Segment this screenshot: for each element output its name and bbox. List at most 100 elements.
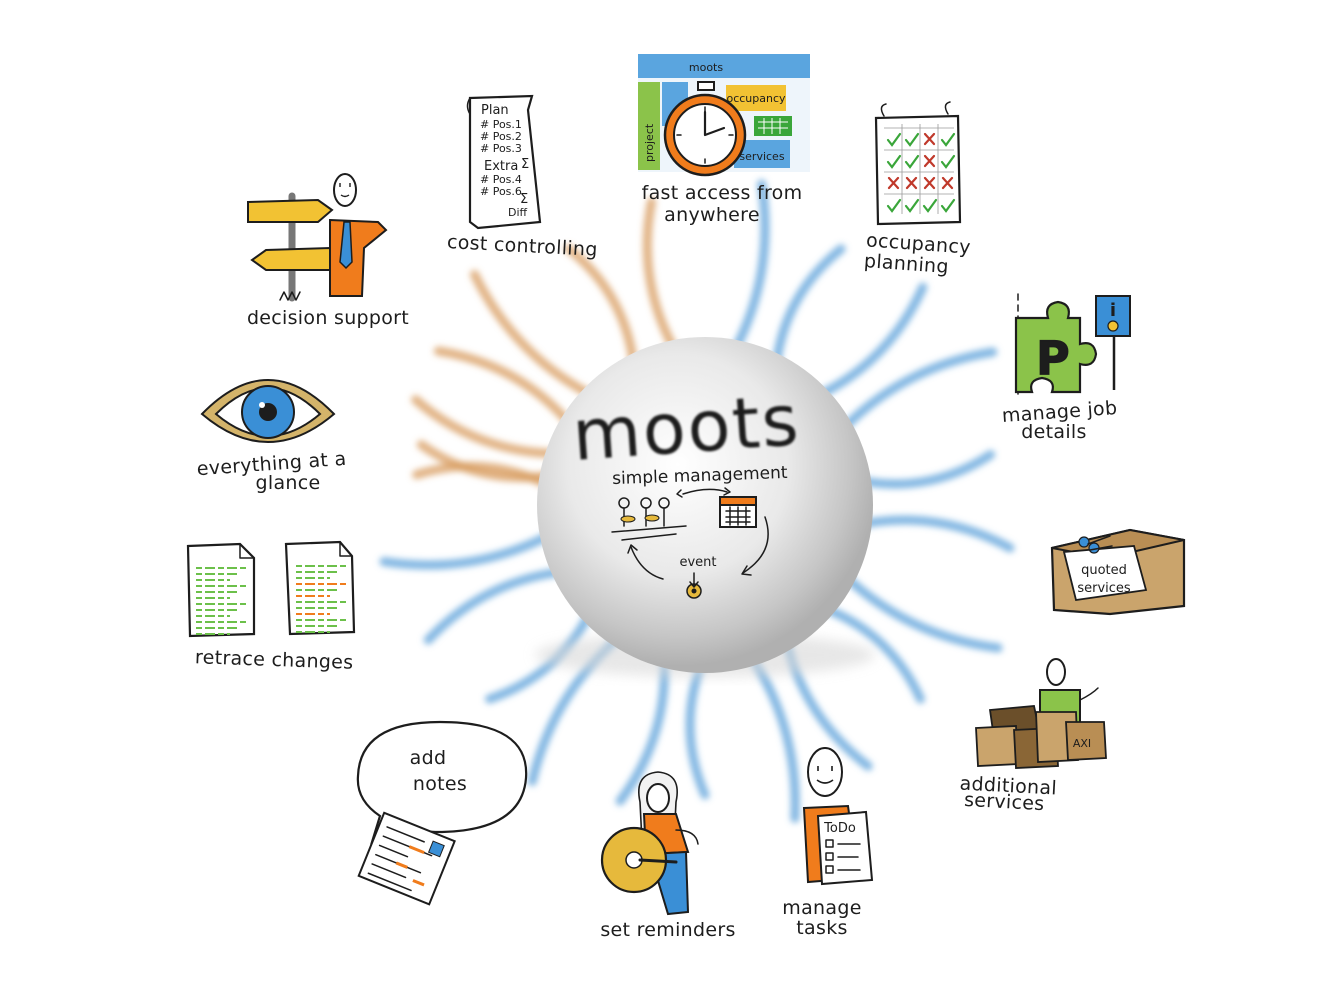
ball-ray <box>770 244 846 378</box>
add-notes-label-line2: notes <box>413 773 467 795</box>
fast-access-label-line2: anywhere <box>664 204 760 226</box>
glance-label-line2: glance <box>256 472 321 494</box>
plan-line-3: # Pos.3 <box>480 142 522 155</box>
ball-rays <box>379 179 1015 823</box>
event-target-icon <box>686 572 702 599</box>
calendar-icon <box>719 496 757 528</box>
central-ball: moots simple management <box>535 337 875 677</box>
feature-occupancy-planning: occupancy planning <box>863 101 971 278</box>
info-sign-icon: i <box>1095 295 1131 390</box>
feature-everything-at-a-glance: everything at a glance <box>196 379 347 494</box>
ball-ray <box>849 515 1015 553</box>
ball-ray <box>470 270 604 404</box>
cross-mark <box>923 176 936 190</box>
check-mark <box>904 198 920 213</box>
cross-mark <box>941 176 954 190</box>
cross-mark <box>923 132 936 146</box>
screen-project-label: project <box>643 123 656 162</box>
ball-ray <box>726 179 770 362</box>
ball-ray <box>832 347 998 440</box>
extra-title: Extra <box>484 159 518 174</box>
plan-title: Plan <box>481 103 509 118</box>
manage-job-label-line2: details <box>1021 421 1086 443</box>
feature-cost-controlling: Plan # Pos.1 # Pos.2 # Pos.3 Extra Σ # P… <box>446 94 598 261</box>
feature-fast-access: moots project occupancy services fast ac… <box>638 54 810 226</box>
puzzle-letter-p: P <box>1036 331 1070 385</box>
check-mark <box>940 198 956 213</box>
grid-lines <box>884 124 954 214</box>
screen-services-label: services <box>739 150 784 163</box>
box-label-axi: AXI <box>1073 737 1091 750</box>
cycle-arrows-icon <box>627 487 769 580</box>
ball-ray <box>423 566 575 645</box>
event-label: event <box>679 555 716 570</box>
additional-label-line2: services <box>964 789 1045 815</box>
ball-ray <box>433 346 580 435</box>
feature-quoted-services: quoted services <box>1050 528 1186 616</box>
notepad-icon <box>357 811 456 906</box>
ball-ray <box>642 197 684 362</box>
fast-access-label-line1: fast access from <box>642 182 803 204</box>
feature-manage-job-details: P i manage job details <box>1001 293 1131 443</box>
occupancy-grid <box>884 124 956 214</box>
occupancy-label-line2: planning <box>863 250 949 278</box>
quoted-label-line1: quoted <box>1081 563 1127 578</box>
scissors-icon <box>1078 535 1113 554</box>
screen-brand-label: moots <box>689 61 723 74</box>
screen-occupancy-label: occupancy <box>726 92 786 105</box>
cross-mark <box>887 176 900 190</box>
feature-additional-services: AXI additional services <box>959 658 1107 815</box>
ball-ray <box>379 526 562 570</box>
cross-mark <box>923 154 936 168</box>
ball-ray <box>835 566 1003 653</box>
stopwatch-icon <box>663 81 747 177</box>
cost-controlling-label: cost controlling <box>446 231 598 261</box>
woman-with-gong-icon <box>600 771 699 916</box>
set-reminders-label: set reminders <box>600 919 735 941</box>
ball-ray <box>564 244 640 378</box>
todo-label: ToDo <box>823 821 856 836</box>
sigma-1: Σ <box>521 157 529 172</box>
ball-ray <box>848 450 996 489</box>
plan-line-2: # Pos.2 <box>480 130 522 143</box>
add-notes-label-line1: add <box>410 747 447 769</box>
diff-label: Diff <box>508 206 528 219</box>
check-mark <box>940 132 956 147</box>
moots-brand-title: moots <box>570 379 803 477</box>
puzzle-piece-icon: P <box>1014 300 1098 394</box>
check-mark <box>940 154 956 169</box>
person-with-tie-icon <box>329 173 388 297</box>
people-at-table-icon <box>611 497 687 541</box>
ball-ray <box>806 282 928 404</box>
check-mark <box>904 132 920 147</box>
retrace-changes-label: retrace changes <box>195 646 354 674</box>
feature-set-reminders: set reminders <box>600 771 735 941</box>
manage-tasks-label-line2: tasks <box>796 917 847 939</box>
extra-line-2: # Pos.6 <box>480 185 522 198</box>
sigma-2: Σ <box>520 192 528 207</box>
feature-add-notes: add notes <box>356 720 528 906</box>
document-old-lines <box>196 567 246 635</box>
check-mark <box>886 154 902 169</box>
check-mark <box>922 198 938 213</box>
feature-manage-tasks: ToDo manage tasks <box>782 747 874 939</box>
signpost-icon <box>247 192 334 302</box>
manage-tasks-label-line1: manage <box>782 897 861 919</box>
check-mark <box>904 154 920 169</box>
additional-label-line1: additional <box>959 772 1057 799</box>
boxes-stack-icon: AXI <box>975 705 1107 769</box>
feature-retrace-changes: retrace changes <box>186 540 356 674</box>
quoted-label-line2: services <box>1077 581 1131 596</box>
feature-decision-support: decision support <box>247 173 409 329</box>
cross-mark <box>905 176 918 190</box>
check-mark <box>886 132 902 147</box>
person-with-todo-icon: ToDo <box>802 747 874 886</box>
decision-support-label: decision support <box>247 307 409 329</box>
ball-ray <box>411 395 569 459</box>
check-mark <box>886 198 902 213</box>
extra-line-1: # Pos.4 <box>480 173 522 186</box>
info-letter: i <box>1110 300 1116 321</box>
plan-line-1: # Pos.1 <box>480 118 522 131</box>
